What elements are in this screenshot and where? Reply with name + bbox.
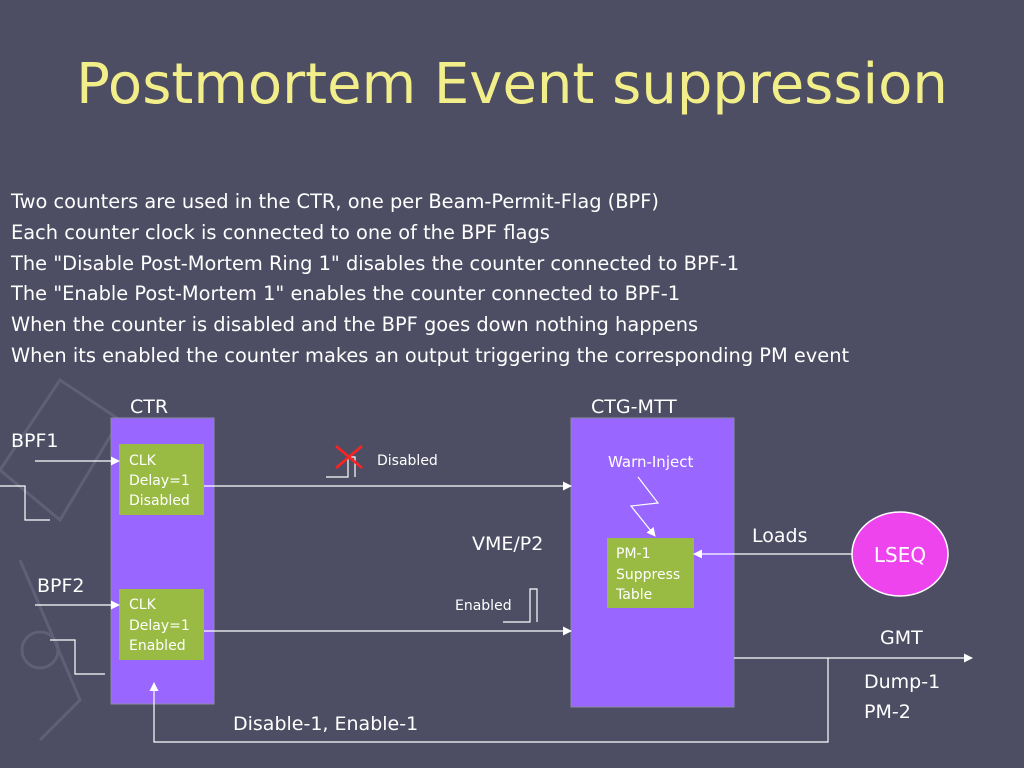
bpf1-label: BPF1: [11, 430, 59, 452]
bullet-item: Each counter clock is connected to one o…: [11, 220, 550, 244]
bullet-item: When its enabled the counter makes an ou…: [11, 343, 850, 367]
bpf2-label: BPF2: [37, 575, 85, 597]
loads-label: Loads: [752, 525, 807, 547]
bullet-item: When the counter is disabled and the BPF…: [11, 313, 699, 337]
vme-p2-label: VME/P2: [472, 533, 543, 555]
bullet-item: Two counters are used in the CTR, one pe…: [11, 190, 659, 213]
lseq-label: LSEQ: [874, 543, 926, 567]
feedback-loop-arrow: [149, 658, 829, 743]
dump-pm-label: Dump-1 PM-2: [864, 671, 946, 723]
ctg-mtt-label: CTG-MTT: [591, 396, 677, 418]
pm-suppress-table-text: PM-1 Suppress Table: [615, 546, 685, 603]
ctr-label: CTR: [130, 396, 168, 418]
bullet-item: The "Disable Post-Mortem Ring 1" disable…: [11, 251, 740, 275]
counter-2-box: [119, 589, 204, 660]
counter-1-box: [119, 444, 204, 515]
bpf2-signal-waveform: [50, 639, 105, 675]
disabled-label: Disabled: [377, 453, 438, 469]
feedback-label: Disable-1, Enable-1: [233, 713, 418, 735]
slide-title: Postmortem Event suppression: [76, 52, 948, 117]
counter-2-text: CLK Delay=1 Enabled: [129, 597, 194, 654]
enabled-pulse-waveform: [503, 588, 538, 623]
bpf1-signal-waveform: [0, 485, 50, 521]
cross-icon: [335, 445, 363, 469]
pm-suppress-table-box: [607, 538, 694, 608]
gmt-label: GMT: [880, 627, 923, 649]
bullet-list: Two counters are used in the CTR, one pe…: [11, 187, 849, 372]
enabled-label: Enabled: [455, 598, 512, 614]
warn-inject-label: Warn-Inject: [608, 453, 693, 471]
counter-1-text: CLK Delay=1 Disabled: [129, 453, 194, 509]
warn-inject-lightning: [629, 476, 660, 537]
bullet-item: The "Enable Post-Mortem 1" enables the c…: [11, 282, 681, 306]
